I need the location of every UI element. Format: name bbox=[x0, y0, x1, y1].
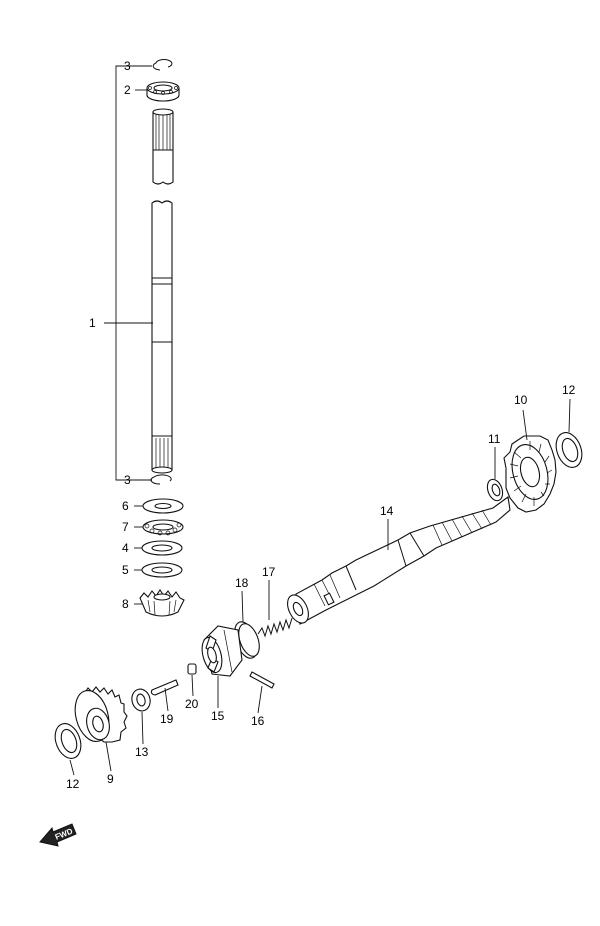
thrust-washer bbox=[142, 498, 184, 514]
callout-8: 8 bbox=[122, 597, 129, 611]
callout-7: 7 bbox=[122, 520, 129, 534]
cross-pin bbox=[249, 671, 275, 689]
forward-gear bbox=[74, 686, 128, 743]
spring bbox=[257, 617, 293, 638]
small-pin bbox=[187, 663, 197, 675]
circlip-top bbox=[152, 59, 173, 71]
callouts: 3 2 1 3 6 7 4 5 8 10 12 11 14 17 18 20 1… bbox=[66, 59, 576, 791]
shim-4 bbox=[141, 540, 183, 556]
leader-lines bbox=[69, 65, 571, 776]
callout-20: 20 bbox=[185, 697, 199, 711]
washer-13 bbox=[131, 688, 151, 712]
thrust-bearing bbox=[142, 519, 184, 536]
washer-11 bbox=[486, 478, 504, 502]
shim-12-right bbox=[555, 432, 583, 468]
callout-11: 11 bbox=[488, 432, 501, 446]
callout-12-left: 12 bbox=[66, 777, 80, 791]
callout-15: 15 bbox=[211, 709, 225, 723]
propeller-shaft bbox=[287, 496, 511, 625]
bearing-top bbox=[146, 81, 180, 102]
callout-9: 9 bbox=[107, 772, 114, 786]
reverse-gear bbox=[503, 435, 557, 513]
callout-3-bottom: 3 bbox=[124, 473, 131, 487]
callout-6: 6 bbox=[122, 499, 129, 513]
push-rod bbox=[150, 679, 179, 696]
callout-16: 16 bbox=[251, 714, 265, 728]
callout-10: 10 bbox=[514, 393, 528, 407]
drive-shaft bbox=[151, 108, 174, 474]
pinion-gear bbox=[139, 589, 185, 617]
callout-14: 14 bbox=[380, 504, 394, 518]
forward-arrow-icon: FWD bbox=[39, 823, 77, 847]
callout-18: 18 bbox=[235, 576, 249, 590]
clutch-dog bbox=[201, 625, 243, 677]
callout-17: 17 bbox=[262, 565, 276, 579]
circlip-bottom bbox=[150, 474, 172, 485]
shim-12-left bbox=[54, 723, 82, 759]
callout-1: 1 bbox=[89, 316, 96, 330]
callout-4: 4 bbox=[122, 541, 129, 555]
callout-2: 2 bbox=[124, 83, 131, 97]
callout-19: 19 bbox=[160, 712, 174, 726]
callout-12-right: 12 bbox=[562, 383, 576, 397]
shim-5 bbox=[141, 562, 183, 578]
callout-3-top: 3 bbox=[124, 59, 131, 73]
callout-13: 13 bbox=[135, 745, 149, 759]
callout-5: 5 bbox=[122, 563, 129, 577]
